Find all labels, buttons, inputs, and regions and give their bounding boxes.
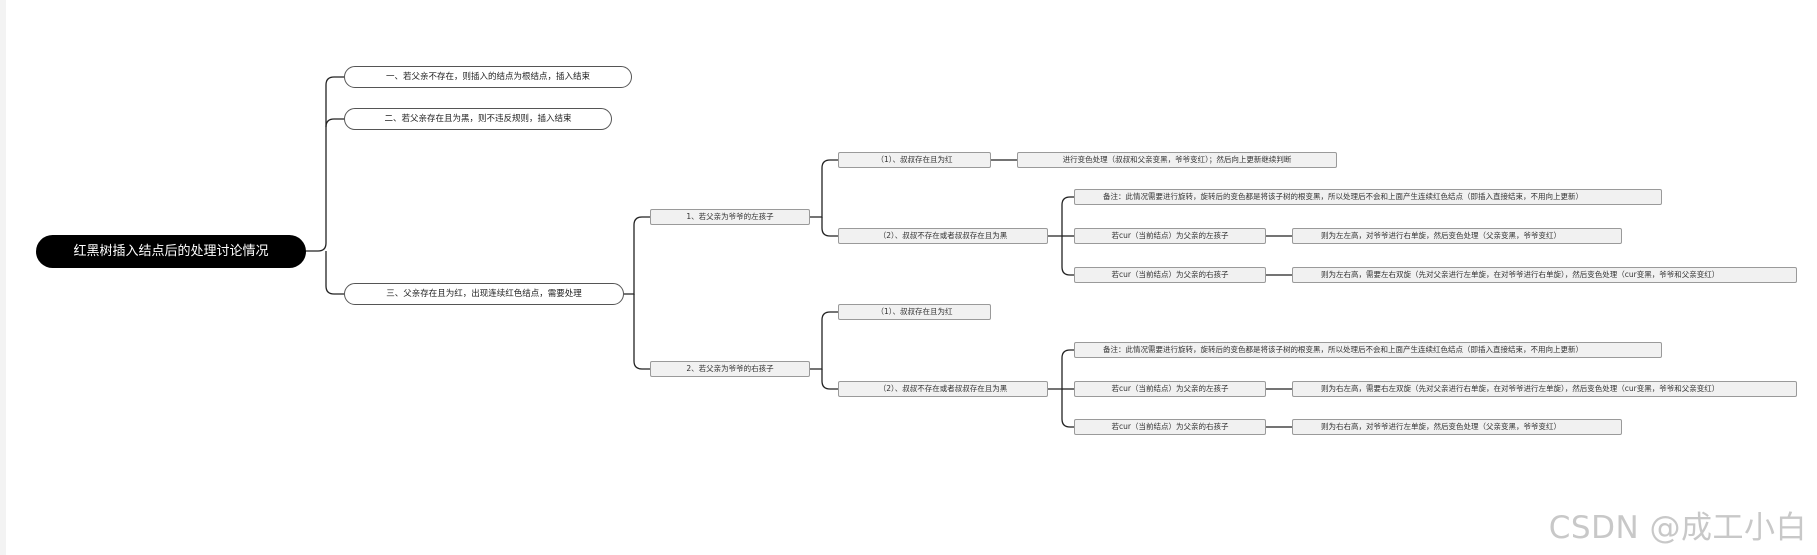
case-right-node[interactable]: 2、若父亲为爷爷的右孩子 — [650, 361, 810, 377]
case-left-b-lchild-label: 若cur（当前结点）为父亲的左孩子 — [1111, 231, 1229, 241]
link-left-b-children — [1048, 196, 1074, 237]
link-root-to-l1-3 — [325, 251, 344, 295]
case-left-node[interactable]: 1、若父亲为爷爷的左孩子 — [650, 209, 810, 225]
case-right-b-label: （2）、叔叔不存在或者叔叔存在且为黑 — [878, 384, 1008, 394]
level1-node-2[interactable]: 二、若父亲存在且为黑，则不违反规则，插入结束 — [344, 108, 612, 130]
root-label: 红黑树插入结点后的处理讨论情况 — [73, 244, 269, 259]
case-left-b-rchild-label: 若cur（当前结点）为父亲的右孩子 — [1111, 270, 1229, 280]
level1-node-3[interactable]: 三、父亲存在且为红，出现连续红色结点，需要处理 — [344, 283, 624, 305]
level1-node-1[interactable]: 一、若父亲不存在，则插入的结点为根结点，插入结束 — [344, 66, 632, 88]
root-node[interactable]: 红黑树插入结点后的处理讨论情况 — [36, 235, 306, 268]
case-right-b-rchild-node[interactable]: 若cur（当前结点）为父亲的右孩子 — [1074, 419, 1266, 435]
case-right-b-node[interactable]: （2）、叔叔不存在或者叔叔存在且为黑 — [838, 381, 1048, 397]
case-left-b-raction-node[interactable]: 则为左右高，需要左右双旋（先对父亲进行左单旋，在对爷爷进行右单旋），然后变色处理… — [1292, 267, 1797, 283]
case-left-b-rchild-node[interactable]: 若cur（当前结点）为父亲的右孩子 — [1074, 267, 1266, 283]
link-left-b-child-r — [1061, 236, 1074, 276]
case-left-b-lchild-node[interactable]: 若cur（当前结点）为父亲的左孩子 — [1074, 228, 1266, 244]
link-case-right-sub-b — [821, 369, 838, 390]
link-root-to-l1-2 — [325, 118, 344, 128]
link-l1-3-to-case-right — [633, 294, 650, 370]
case-right-label: 2、若父亲为爷爷的右孩子 — [686, 364, 774, 374]
case-left-a-label: （1）、叔叔存在且为红 — [876, 155, 953, 165]
case-right-b-raction-label: 则为右右高，对爷爷进行左单旋，然后变色处理（父亲变黑，爷爷变红） — [1321, 422, 1561, 432]
case-left-b-label: （2）、叔叔不存在或者叔叔存在且为黑 — [878, 231, 1008, 241]
link-right-b-children — [1048, 349, 1074, 390]
left-scroll-edge — [0, 0, 6, 555]
case-left-a-node[interactable]: （1）、叔叔存在且为红 — [838, 152, 991, 168]
case-right-b-rchild-label: 若cur（当前结点）为父亲的右孩子 — [1111, 422, 1229, 432]
case-right-b-laction-node[interactable]: 则为右左高，需要右左双旋（先对父亲进行右单旋，在对爷爷进行左单旋），然后变色处理… — [1292, 381, 1797, 397]
case-left-b-laction-label: 则为左左高，对爷爷进行右单旋，然后变色处理（父亲变黑，爷爷变红） — [1321, 231, 1561, 241]
case-left-b-node[interactable]: （2）、叔叔不存在或者叔叔存在且为黑 — [838, 228, 1048, 244]
case-right-b-raction-node[interactable]: 则为右右高，对爷爷进行左单旋，然后变色处理（父亲变黑，爷爷变红） — [1292, 419, 1622, 435]
case-left-a-action-label: 进行变色处理（叔叔和父亲变黑，爷爷变红）；然后向上更新继续判断 — [1062, 155, 1292, 165]
case-left-label: 1、若父亲为爷爷的左孩子 — [686, 212, 774, 222]
link-root-to-l1-1 — [305, 76, 344, 252]
link-case-left-sub — [810, 159, 838, 218]
case-left-b-note-label: 备注：此情况需要进行旋转，旋转后的变色都是将该子树的根变黑，所以处理后不会和上面… — [1103, 192, 1583, 202]
link-right-b-child-r — [1061, 389, 1074, 428]
case-left-b-note-node[interactable]: 备注：此情况需要进行旋转，旋转后的变色都是将该子树的根变黑，所以处理后不会和上面… — [1074, 189, 1662, 205]
link-l1-3-to-cases — [624, 216, 650, 295]
link-case-left-sub-b — [821, 217, 838, 237]
level1-label-3: 三、父亲存在且为红，出现连续红色结点，需要处理 — [386, 288, 582, 299]
case-left-a-action-node[interactable]: 进行变色处理（叔叔和父亲变黑，爷爷变红）；然后向上更新继续判断 — [1017, 152, 1337, 168]
case-right-b-note-label: 备注：此情况需要进行旋转，旋转后的变色都是将该子树的根变黑，所以处理后不会和上面… — [1103, 345, 1583, 355]
watermark: CSDN @成工小白 — [1548, 510, 1807, 546]
case-right-b-note-node[interactable]: 备注：此情况需要进行旋转，旋转后的变色都是将该子树的根变黑，所以处理后不会和上面… — [1074, 342, 1662, 358]
link-case-right-sub — [810, 311, 838, 370]
case-right-b-laction-label: 则为右左高，需要右左双旋（先对父亲进行右单旋，在对爷爷进行左单旋），然后变色处理… — [1321, 384, 1720, 394]
case-right-a-label: （1）、叔叔存在且为红 — [876, 307, 953, 317]
case-right-b-lchild-label: 若cur（当前结点）为父亲的左孩子 — [1111, 384, 1229, 394]
case-right-a-node[interactable]: （1）、叔叔存在且为红 — [838, 304, 991, 320]
level1-label-1: 一、若父亲不存在，则插入的结点为根结点，插入结束 — [385, 71, 590, 82]
case-left-b-raction-label: 则为左右高，需要左右双旋（先对父亲进行左单旋，在对爷爷进行右单旋），然后变色处理… — [1321, 270, 1720, 280]
level1-label-2: 二、若父亲存在且为黑，则不违反规则，插入结束 — [384, 113, 572, 124]
case-right-b-lchild-node[interactable]: 若cur（当前结点）为父亲的左孩子 — [1074, 381, 1266, 397]
case-left-b-laction-node[interactable]: 则为左左高，对爷爷进行右单旋，然后变色处理（父亲变黑，爷爷变红） — [1292, 228, 1622, 244]
